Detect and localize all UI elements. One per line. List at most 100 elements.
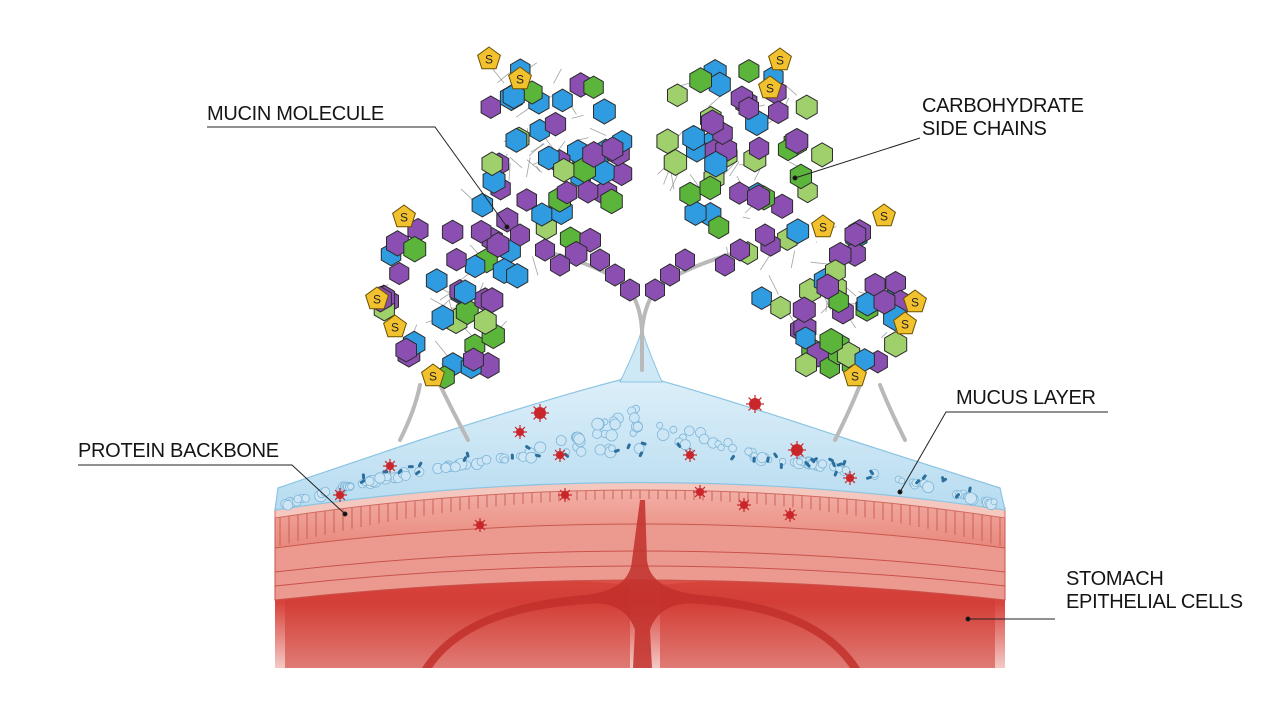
mucus-bubble	[321, 487, 330, 496]
sugar-unit	[612, 162, 632, 185]
sugar-unit	[845, 223, 866, 247]
mucus-bubble	[657, 429, 669, 441]
mucus-bubble	[577, 447, 586, 456]
sulfate-label: S	[911, 296, 919, 310]
sugar-unit	[709, 216, 729, 239]
mucus-particle	[780, 463, 783, 469]
mucus-bubble	[302, 495, 310, 503]
sulfate-label: S	[373, 293, 381, 307]
mucus-bubble	[757, 452, 767, 462]
backbone-sugar	[511, 224, 530, 246]
bacteria-cell	[383, 459, 397, 473]
mucus-bubble	[401, 471, 410, 480]
sugar-unit	[472, 193, 493, 217]
sulfate-group: S	[478, 47, 501, 69]
sulfate-group: S	[812, 215, 835, 237]
label-stomach-line1: STOMACH	[1066, 568, 1243, 591]
sulfate-label: S	[766, 82, 774, 96]
label-carbohydrate-line2: SIDE CHAINS	[922, 118, 1084, 141]
mucus-bubble	[451, 462, 461, 472]
sugar-unit	[812, 143, 833, 167]
mucus-bubble	[365, 477, 374, 486]
bacteria-cell	[558, 488, 572, 502]
bacteria-cell	[333, 488, 347, 502]
sugar-unit	[796, 327, 815, 349]
mucus-bubble	[633, 422, 642, 431]
sugar-unit	[517, 189, 537, 211]
sulfate-label: S	[391, 321, 399, 335]
mucus-bubble	[502, 457, 508, 463]
mucus-bubble	[923, 482, 934, 493]
sugar-unit	[447, 248, 466, 270]
mucus-bubble	[535, 442, 546, 453]
sulfate-label: S	[485, 53, 493, 67]
sulfate-label: S	[880, 210, 888, 224]
label-stomach-line2: EPITHELIAL CELLS	[1066, 591, 1243, 614]
backbone-sugar	[756, 224, 775, 246]
label-mucus-layer: MUCUS LAYER	[956, 387, 1096, 410]
sulfate-group: S	[904, 290, 927, 312]
mucus-particle	[511, 454, 514, 460]
sugar-unit	[752, 287, 772, 310]
sugar-unit	[557, 181, 576, 203]
mucus-bubble	[680, 440, 690, 450]
mucus-bubble	[283, 500, 293, 510]
mucus-bubble	[606, 430, 617, 441]
bacteria-cell	[788, 441, 806, 459]
mucus-particle	[362, 473, 365, 479]
mucus-particle	[752, 457, 755, 463]
bacteria-cell	[513, 425, 527, 439]
label-protein-backbone: PROTEIN BACKBONE	[78, 440, 279, 463]
sulfate-label: S	[901, 318, 909, 332]
sugar-unit	[465, 255, 484, 277]
label-stomach-epithelial-cells: STOMACH EPITHELIAL CELLS	[1066, 568, 1243, 614]
label-carbohydrate-line1: CARBOHYDRATE	[922, 95, 1084, 118]
mucus-bubble	[718, 444, 724, 450]
label-carbohydrate-side-chains: CARBOHYDRATE SIDE CHAINS	[922, 95, 1084, 141]
sugar-unit	[442, 220, 462, 244]
bacteria-cell	[683, 448, 697, 462]
bacteria-cell	[531, 404, 549, 422]
sugar-unit	[771, 296, 791, 319]
sugar-unit	[796, 95, 817, 119]
mucus-bubble	[441, 463, 451, 473]
sugar-unit	[426, 269, 447, 293]
mucus-bubble	[595, 445, 605, 455]
sugar-unit	[739, 97, 759, 120]
sugar-unit	[594, 99, 616, 124]
sulfate-group: S	[393, 205, 416, 227]
backbone-sugar	[606, 264, 625, 286]
sulfate-group: S	[422, 364, 445, 386]
mucus-bubble	[685, 426, 695, 436]
sugar-unit	[769, 101, 789, 124]
mucus-bubble	[574, 434, 585, 445]
sulfate-label: S	[400, 211, 408, 225]
sugar-unit	[885, 332, 907, 358]
backbone-sugar	[621, 279, 640, 301]
mucus-bubble	[842, 467, 850, 475]
mucus-bubble	[526, 452, 537, 463]
backbone-sugar	[676, 249, 695, 271]
backbone-sugar	[646, 279, 665, 301]
sugar-unit	[730, 182, 749, 204]
bacteria-cell	[737, 498, 751, 512]
mucus-bubble	[729, 444, 737, 452]
sugar-unit	[553, 89, 573, 112]
sulfate-label: S	[819, 221, 827, 235]
backbone-sugar	[661, 264, 680, 286]
mucus-bubble	[630, 413, 640, 423]
mucus-bubble	[610, 419, 621, 430]
sugar-unit	[390, 263, 409, 285]
mucus-particle	[408, 465, 414, 468]
label-mucin-molecule: MUCIN MOLECULE	[207, 103, 384, 126]
bacteria-cell	[783, 508, 797, 522]
mucus-bubble	[991, 499, 997, 505]
sugar-unit	[481, 96, 500, 119]
bacteria-cell	[843, 471, 857, 485]
sulfate-label: S	[516, 73, 524, 87]
sugar-unit	[584, 76, 603, 98]
mucus-bubble	[592, 418, 604, 430]
sugar-unit	[668, 84, 688, 107]
sulfate-group: S	[873, 204, 896, 226]
